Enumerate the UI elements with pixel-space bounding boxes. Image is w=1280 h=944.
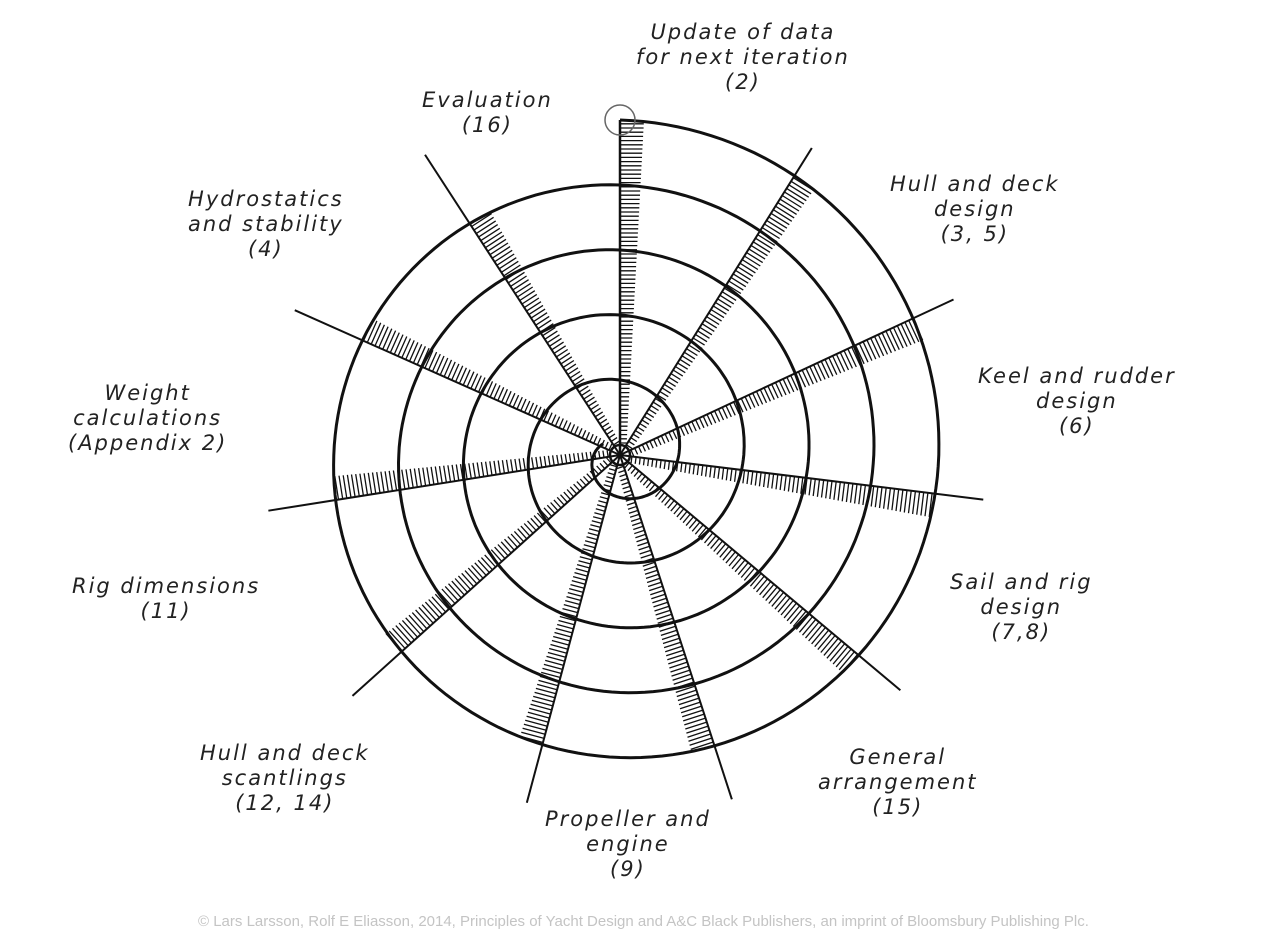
label-line: (11) <box>140 599 192 623</box>
spoke-line <box>619 454 984 501</box>
label-line: (4) <box>247 237 284 261</box>
spoke-hatching <box>362 318 613 451</box>
label-line: design <box>933 197 1016 221</box>
label-line: Hydrostatics <box>188 187 344 211</box>
label-line: design <box>1036 389 1118 413</box>
spoke-hatching <box>630 456 933 518</box>
spoke-hatching <box>334 450 609 500</box>
label-evaluation: Evaluation (16) <box>422 88 553 138</box>
label-line: Update of data <box>650 20 836 44</box>
spoke-line <box>619 454 902 692</box>
label-hydrostatics: Hydrostatics and stability (4) <box>188 187 344 262</box>
label-line: Keel and rudder <box>978 364 1176 388</box>
spoke-hatching <box>630 318 924 457</box>
label-line: (6) <box>1058 414 1095 438</box>
label-line: Sail and rig <box>950 570 1093 594</box>
spoke-hatching <box>624 462 859 674</box>
label-line: (3, 5) <box>940 222 1010 246</box>
spoke-line <box>619 298 954 456</box>
spoke-line <box>294 309 621 456</box>
label-line: arrangement <box>818 770 978 794</box>
label-update-of-data: Update of data for next iteration (2) <box>636 20 850 95</box>
label-sail-and-rig: Sail and rig design (7,8) <box>950 570 1093 645</box>
label-hull-and-deck-design: Hull and deck design (3, 5) <box>890 172 1060 247</box>
label-line: and stability <box>188 212 344 236</box>
spiral-curve <box>332 118 941 760</box>
label-line: (16) <box>461 113 513 137</box>
spoke-hatching <box>519 464 618 744</box>
spoke-hatching <box>620 123 644 444</box>
center-circle <box>608 443 632 467</box>
label-line: (12, 14) <box>235 791 335 815</box>
label-line: Hull and deck <box>890 172 1060 196</box>
label-line: (Appendix 2) <box>68 431 228 455</box>
copyright-notice: © Lars Larsson, Rolf E Eliasson, 2014, P… <box>198 913 1089 930</box>
label-rig-dimensions: Rig dimensions (11) <box>72 574 260 624</box>
label-line: (9) <box>610 857 646 881</box>
label-line: General <box>849 745 947 769</box>
spoke-line <box>268 454 621 512</box>
label-line: Rig dimensions <box>72 574 261 598</box>
label-keel-and-rudder: Keel and rudder design (6) <box>978 364 1176 439</box>
label-line: design <box>980 595 1063 619</box>
label-line: Propeller and <box>545 807 711 831</box>
spoke-hatching <box>626 177 814 449</box>
label-propeller-and-engine: Propeller and engine (9) <box>545 807 711 882</box>
label-line: scantlings <box>221 766 348 790</box>
spoke-line <box>424 154 621 456</box>
label-line: Evaluation <box>422 88 553 112</box>
label-line: (7,8) <box>991 620 1052 644</box>
spoke-hatching <box>385 457 612 652</box>
label-general-arrangement: General arrangement (15) <box>818 745 977 820</box>
label-line: Weight <box>104 381 191 405</box>
label-weight-calculations: Weight calculations (Appendix 2) <box>68 381 227 456</box>
label-line: calculations <box>73 406 223 430</box>
spoke-line <box>351 454 621 697</box>
label-line: Hull and deck <box>200 741 370 765</box>
label-line: engine <box>586 832 670 856</box>
spoke-line <box>525 454 621 803</box>
label-hull-and-deck-scantlings: Hull and deck scantlings (12, 14) <box>200 741 370 816</box>
spoke-hatching <box>617 465 714 751</box>
label-line: for next iteration <box>636 45 850 69</box>
label-line: (2) <box>725 70 761 94</box>
label-line: (15) <box>872 795 924 819</box>
spoke-hatching <box>471 213 620 446</box>
start-marker-circle <box>604 104 636 136</box>
